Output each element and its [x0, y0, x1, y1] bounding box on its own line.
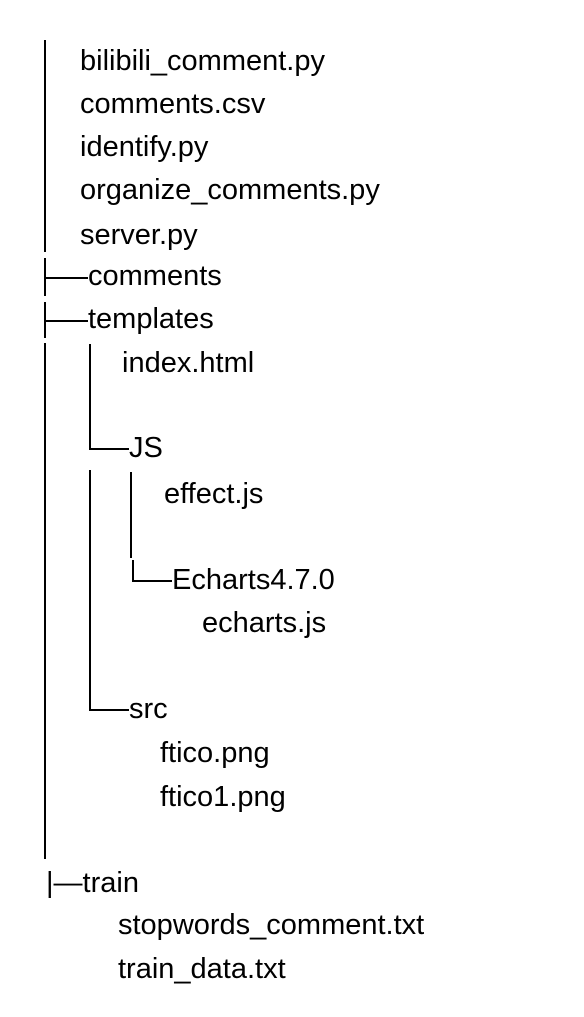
- tree-branch-src: [89, 709, 129, 711]
- tree-folder-train: |—train: [46, 867, 139, 899]
- tree-file-bilibili-comment: bilibili_comment.py: [80, 45, 325, 77]
- tree-file-effect-js: effect.js: [164, 478, 264, 510]
- tree-file-identify: identify.py: [80, 131, 209, 163]
- tree-line-js: [130, 472, 132, 558]
- tree-folder-echarts: Echarts4.7.0: [172, 564, 335, 596]
- tree-file-stopwords: stopwords_comment.txt: [118, 909, 425, 941]
- tree-branch-echarts: [132, 580, 172, 582]
- tree-file-train-data: train_data.txt: [118, 953, 286, 985]
- tree-branch-js: [89, 448, 129, 450]
- tree-file-echarts-js: echarts.js: [202, 607, 327, 639]
- tree-line-templates-a: [89, 344, 91, 448]
- tree-file-ftico1-png: ftico1.png: [160, 781, 286, 813]
- tree-line-root-a: [44, 40, 46, 252]
- tree-file-ftico-png: ftico.png: [160, 737, 270, 769]
- tree-file-index-html: index.html: [122, 347, 255, 379]
- tree-file-comments-csv: comments.csv: [80, 88, 266, 120]
- tree-folder-comments: comments: [88, 260, 222, 292]
- tree-line-templates-b: [89, 470, 91, 710]
- tree-folder-templates: templates: [88, 303, 214, 335]
- tree-file-organize-comments: organize_comments.py: [80, 174, 380, 206]
- tree-folder-src: src: [129, 693, 168, 725]
- tree-line-js-b: [132, 560, 134, 582]
- tree-branch-comments: [44, 277, 88, 279]
- tree-line-root-d: [44, 343, 46, 859]
- tree-branch-templates: [44, 320, 88, 322]
- tree-file-server: server.py: [80, 219, 198, 251]
- tree-folder-js: JS: [129, 432, 163, 464]
